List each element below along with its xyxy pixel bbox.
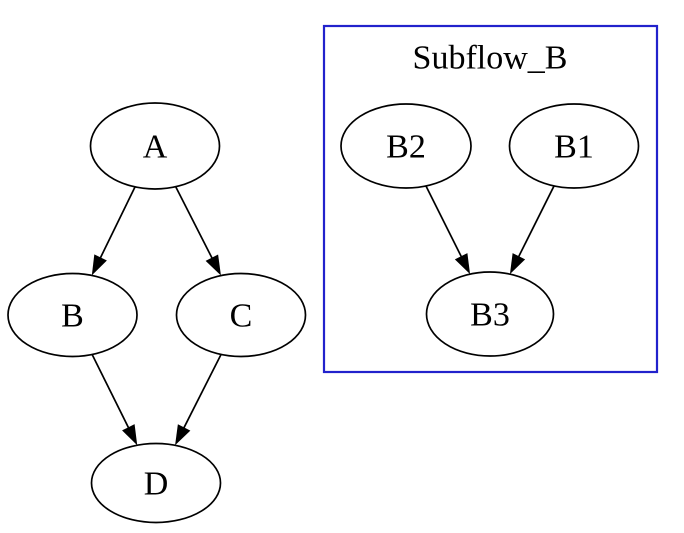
node-D-shape <box>90 442 222 524</box>
edge-C-D <box>175 354 222 446</box>
node-B: B <box>7 272 138 358</box>
node-A: A <box>89 102 221 190</box>
edge-line <box>517 185 555 258</box>
edge-line <box>182 354 222 429</box>
node-B1: B1 <box>508 103 640 189</box>
node-B-shape <box>7 272 138 358</box>
node-C: C <box>175 272 307 358</box>
edge-A-B <box>91 186 136 276</box>
node-B-label: B <box>61 298 84 335</box>
edge-B1-B3 <box>509 185 555 275</box>
node-D: D <box>90 442 222 524</box>
arrowhead-icon <box>175 424 191 446</box>
edge-A-C <box>174 186 221 276</box>
arrowhead-icon <box>509 253 526 275</box>
node-B2: B2 <box>340 103 472 189</box>
arrowhead-icon <box>454 253 471 275</box>
node-B3-shape <box>425 271 555 357</box>
edge-B2-B3 <box>425 185 471 275</box>
edge-line <box>174 186 214 260</box>
edge-line <box>99 186 136 259</box>
arrowhead-icon <box>205 254 221 276</box>
node-B1-shape <box>508 103 640 189</box>
arrowhead-icon <box>122 424 138 446</box>
node-D-label: D <box>144 466 169 503</box>
node-B1-label: B1 <box>554 129 594 166</box>
cluster-label: Subflow_B <box>413 40 568 77</box>
node-C-label: C <box>230 298 253 335</box>
node-A-label: A <box>143 129 168 166</box>
edge-B-D <box>91 354 138 446</box>
node-B2-label: B2 <box>386 129 426 166</box>
node-B3: B3 <box>425 271 555 357</box>
node-A-shape <box>89 102 221 190</box>
node-B2-shape <box>340 103 472 189</box>
node-C-shape <box>175 272 307 358</box>
edge-line <box>91 354 130 429</box>
edge-line <box>425 185 463 258</box>
arrowhead-icon <box>91 254 107 276</box>
node-B3-label: B3 <box>470 297 510 334</box>
